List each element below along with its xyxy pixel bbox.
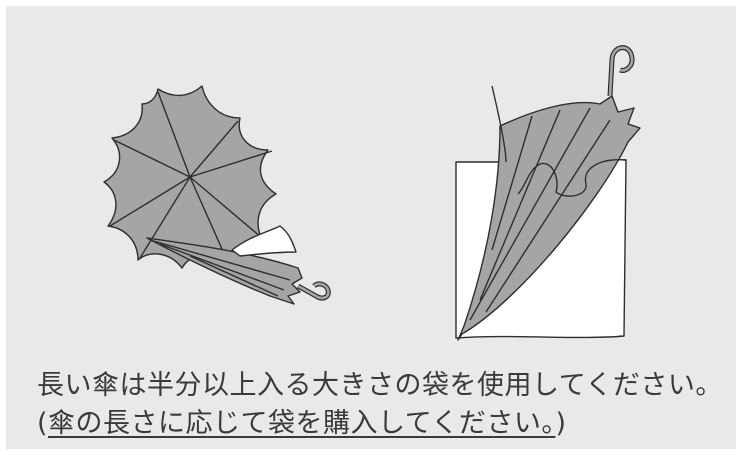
instruction-note: 傘の長さに応じて袋を購入してください。 (48, 408, 556, 439)
umbrella-in-bag-illustration (457, 45, 641, 341)
open-paren: ( (37, 408, 49, 439)
instruction-line-2: (傘の長さに応じて袋を購入してください。) (37, 405, 723, 443)
instruction-text: 長い傘は半分以上入る大きさの袋を使用してください。 (傘の長さに応じて袋を購入し… (37, 367, 723, 443)
close-paren: ) (555, 408, 567, 439)
instruction-line-1: 長い傘は半分以上入る大きさの袋を使用してください。 (37, 370, 723, 401)
closed-umbrella-illustration (146, 225, 331, 305)
umbrella-ribs (109, 91, 273, 259)
